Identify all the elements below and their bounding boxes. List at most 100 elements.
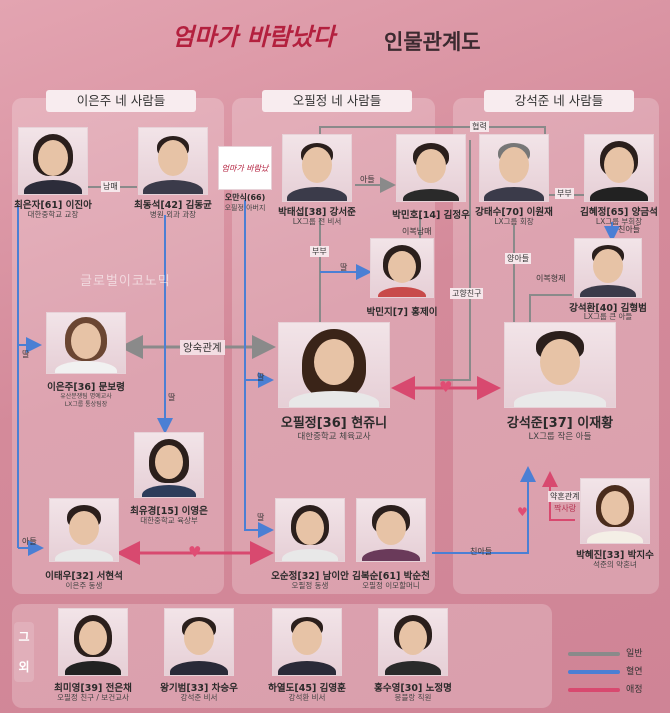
character-name: 하열도[45] 김영훈 (268, 683, 346, 694)
legend-blood-line (568, 670, 620, 674)
character-photo (49, 498, 119, 562)
middle-section-header: 오필정 네 사람들 (262, 90, 412, 112)
label-in-law: 양아들 (505, 253, 532, 264)
legend-normal-label: 일반 (626, 649, 643, 659)
character-name: 왕기범[33] 차승우 (160, 683, 238, 694)
character-name: 이태우[32] 서현석 (45, 571, 123, 582)
character-card-oh-mansik[interactable]: 엄마가 바람났다 오만식(66) 오필정 아버지 (218, 146, 272, 218)
label-unrequited: 짝사랑 (554, 504, 577, 513)
label-hometown-friend: 고향친구 (450, 288, 484, 299)
character-name: 강석준[37] 이재황 (506, 416, 614, 431)
character-photo (378, 608, 448, 676)
character-card-lee-taeu[interactable]: 이태우[32] 서현석 이은주 동생 (42, 498, 126, 592)
character-card-kang-seokjun[interactable]: 강석준[37] 이재황 LX그룹 작은 아들 (494, 322, 626, 448)
character-desc: 강석환 비서 (288, 693, 326, 702)
character-name: 최미영[39] 전은채 (54, 683, 132, 694)
character-photo (580, 478, 650, 544)
legend-love-line (568, 688, 620, 692)
character-name: 박혜진[33] 박지수 (576, 550, 654, 561)
character-photo (278, 322, 390, 408)
character-photo (282, 134, 352, 202)
label-son-1: 아들 (360, 175, 375, 184)
label-daughter-1: 딸 (340, 263, 348, 272)
label-real-son-2: 친아들 (470, 547, 493, 556)
character-name: 강태수[70] 이원재 (475, 207, 553, 218)
heart-icon: ♥ (188, 543, 202, 561)
character-photo (272, 608, 342, 676)
character-card-wang-gibeom[interactable]: 왕기범[33] 차승우 강석준 비서 (158, 608, 240, 706)
character-photo (134, 432, 204, 498)
label-daughter-3: 딸 (168, 393, 176, 402)
character-desc: 대한중학교 체육교사 (297, 432, 371, 442)
page-title: 인물관계도 (384, 30, 481, 54)
character-desc: LX그룹 전 비서 (292, 217, 342, 226)
label-daughter-2: 딸 (22, 350, 30, 359)
character-name: 최동석[42] 김동균 (134, 200, 212, 211)
character-desc: 몽블랑 직원 (394, 693, 432, 702)
character-card-park-minho[interactable]: 박민호[14] 김정우 (392, 134, 470, 226)
character-desc: 강석준 비서 (180, 693, 218, 702)
label-half-brothers: 이복형제 (536, 274, 566, 283)
character-desc: LX그룹 작은 아들 (528, 432, 592, 442)
character-desc: LX그룹 통상팀장 (64, 401, 108, 408)
label-real-son-1: 친아들 (618, 225, 641, 234)
character-desc: 이은주 동생 (65, 581, 103, 590)
character-photo (164, 608, 234, 676)
character-desc: LX그룹 큰 아들 (583, 312, 633, 321)
character-desc: 오필정 아버지 (224, 204, 266, 212)
character-card-choi-dongseok[interactable]: 최동석[42] 김동균 병원 외과 과장 (134, 127, 212, 219)
drama-logo: 엄마가 바람났다 (172, 22, 335, 51)
character-name: 최유경[15] 이영은 (130, 506, 208, 517)
character-card-park-hyejin[interactable]: 박혜진[33] 박지수 석준의 약혼녀 (574, 478, 656, 570)
character-photo (574, 238, 642, 298)
legend-blood-label: 혈연 (626, 667, 643, 677)
character-card-kim-boksun[interactable]: 김복순[61] 박순천 오필정 이모할머니 (348, 498, 434, 592)
character-name: 오필정[36] 현쥬니 (280, 416, 388, 431)
character-desc: 병원 외과 과장 (149, 210, 197, 219)
character-name: 강석환[40] 김형범 (569, 303, 647, 314)
character-desc: 석준의 약혼녀 (593, 560, 637, 569)
character-photo (138, 127, 208, 195)
character-card-oh-sunjeong[interactable]: 오순정[32] 남이안 오필정 동생 (270, 498, 350, 592)
label-half-sibling: 이복남매 (402, 227, 432, 236)
character-name: 김혜정[65] 양금석 (580, 207, 658, 218)
character-card-choi-miyeong[interactable]: 최미영[39] 전은채 오필정 친구 / 보건교사 (50, 608, 136, 706)
character-desc: 오필정 친구 / 보건교사 (57, 693, 129, 702)
character-desc: 유산분쟁팀 명예교사 (60, 393, 112, 400)
character-photo (504, 322, 616, 408)
character-name: 오순정[32] 남이안 (271, 571, 349, 582)
character-photo (370, 238, 434, 298)
character-photo (18, 127, 88, 195)
character-card-choi-yugyeong[interactable]: 최유경[15] 이영은 대한중학교 육상부 (128, 432, 210, 528)
heart-icon: ♥ (517, 505, 528, 519)
watermark-text: 글로벌이코노믹 (80, 274, 171, 289)
label-spouse-1: 부부 (555, 188, 574, 199)
left-section-header: 이은주 네 사람들 (46, 90, 196, 112)
character-desc: 대한중학교 육상부 (140, 516, 198, 525)
character-name: 오만식(66) (224, 193, 266, 202)
label-spouse-2: 부부 (310, 246, 329, 257)
character-name: 최은자[61] 이진아 (14, 200, 92, 211)
others-section-label: 그 외 (14, 622, 34, 682)
character-card-hong-suyeong[interactable]: 홍수영[30] 노정명 몽블랑 직원 (370, 608, 456, 706)
character-photo (275, 498, 345, 562)
character-name: 김복순[61] 박순천 (352, 571, 430, 582)
character-photo (46, 312, 126, 374)
character-card-lee-eunju[interactable]: 이은주[36] 문보령 유산분쟁팀 명예교사 LX그룹 통상팀장 (36, 312, 136, 408)
character-photo (584, 134, 654, 202)
character-card-kang-seokhwan[interactable]: 강석환[40] 김형범 LX그룹 큰 아들 (562, 238, 654, 321)
character-desc: LX그룹 회장 (494, 217, 534, 226)
character-card-ha-yeoldo[interactable]: 하열도[45] 김영훈 강석환 비서 (264, 608, 350, 706)
character-name: 홍수영[30] 노정명 (374, 683, 452, 694)
label-siblings: 남매 (101, 181, 120, 192)
label-engaged: 약혼관계 (548, 491, 582, 502)
character-card-kim-hyejeong[interactable]: 김혜정[65] 양금석 LX그룹 부회장 (580, 134, 658, 226)
character-photo (396, 134, 466, 202)
character-card-choi-eunja[interactable]: 최은자[61] 이진아 대한중학교 교장 (14, 127, 92, 219)
character-name: 이은주[36] 문보령 (47, 382, 125, 393)
character-card-kang-taesu[interactable]: 강태수[70] 이원재 LX그룹 회장 (474, 134, 554, 226)
right-section-header: 강석준 네 사람들 (484, 90, 634, 112)
character-card-park-minji[interactable]: 박민지[7] 홍제이 (364, 238, 440, 318)
character-card-oh-piljeong[interactable]: 오필정[36] 현쥬니 대한중학교 체육교사 (268, 322, 400, 448)
character-card-park-taeseop[interactable]: 박태섭[38] 강서준 LX그룹 전 비서 (276, 134, 358, 226)
